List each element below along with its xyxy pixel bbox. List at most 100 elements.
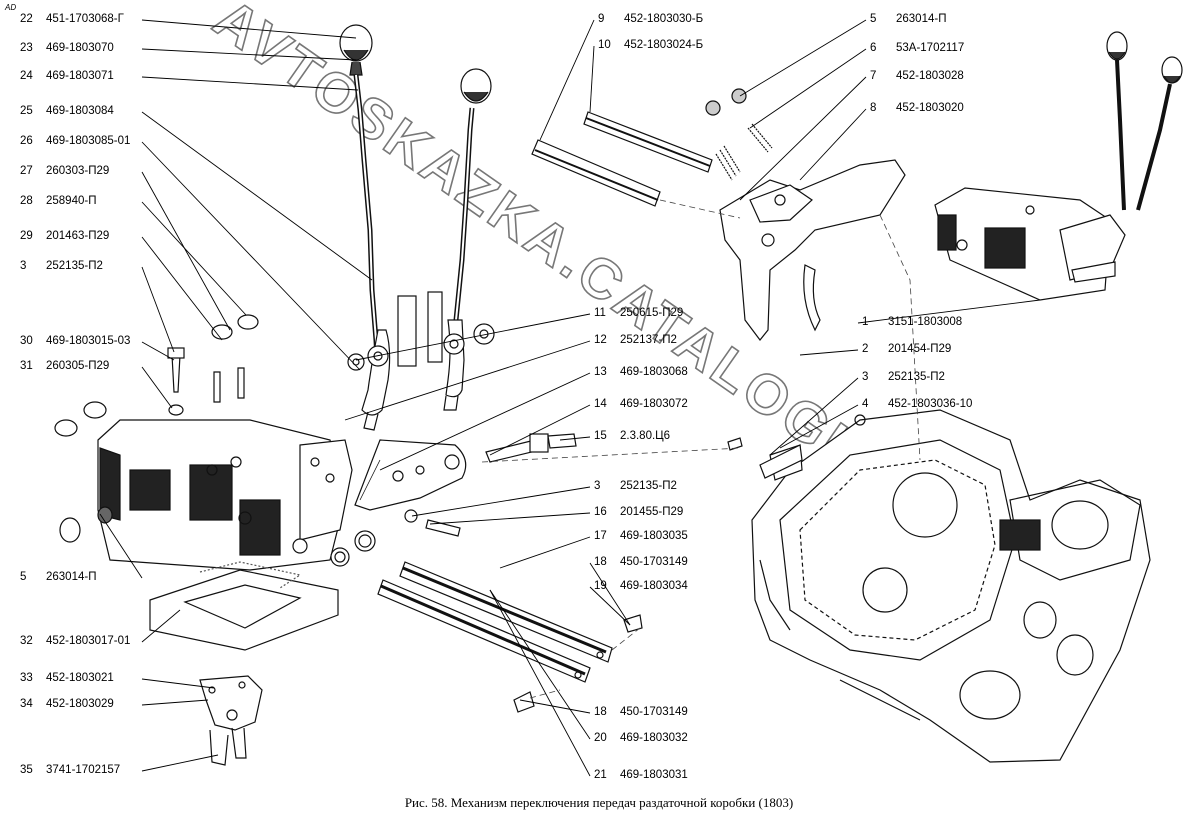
callout-number: 30 [20,335,33,347]
callout-label: 11 250615-П29 [594,306,683,320]
leader-line [739,76,867,201]
leader-line [141,366,173,409]
callout-part-number: 452-1803028 [896,70,964,82]
leader-line [499,536,591,569]
callout-number: 6 [870,42,877,54]
callout-number: 8 [870,102,877,114]
center-bolts [330,433,577,567]
callout-label: 5 263014-П [20,570,96,584]
bottom-bracket [199,675,263,766]
callout-part-number: 263014-П [896,13,947,25]
callout-number: 25 [20,105,33,117]
callout-number: 27 [20,165,33,177]
callout-part-number: 252135-П2 [46,260,103,272]
callout-number: 3 [20,260,27,272]
callout-label: 7 452-1803028 [870,69,964,83]
callout-number: 33 [20,672,33,684]
right-lever-assembly [934,31,1183,301]
leader-line [141,609,181,643]
lever-fork-assembly [347,291,495,431]
leader-line [141,141,361,371]
callout-part-number: 452-1803021 [46,672,114,684]
callout-part-number: 452-1803017-01 [46,635,131,647]
callout-part-number: 263014-П [46,571,97,583]
callout-label: 34 452-1803029 [20,697,114,711]
callout-number: 16 [594,506,607,518]
callout-number: 7 [870,70,877,82]
leader-line [779,404,859,449]
callout-part-number: 252135-П2 [888,371,945,383]
callout-part-number: 201455-П29 [620,506,684,518]
callout-number: 19 [594,580,607,592]
callout-label: 25 469-1803084 [20,104,114,118]
callout-part-number: 469-1803084 [46,105,114,117]
callout-number: 35 [20,764,33,776]
center-plate [354,439,467,511]
small-parts-left [54,314,259,543]
callout-number: 12 [594,334,607,346]
leader-line [589,562,631,626]
leader-line [489,589,591,777]
callout-part-number: 469-1803068 [620,366,688,378]
figure-caption: Рис. 58. Механизм переключения передач р… [404,795,794,810]
callout-label: 3 252135-П2 [20,259,103,273]
leader-line [799,349,859,356]
callout-part-number: 469-1803035 [620,530,688,542]
callout-part-number: 250615-П29 [620,307,684,319]
leader-line [519,699,591,714]
callout-number: 24 [20,70,33,82]
leader-line [141,341,175,361]
leader-lines [99,19,1041,777]
callout-part-number: 201463-П29 [46,230,110,242]
callout-number: 11 [594,307,606,319]
leader-line [141,19,357,39]
callout-number: 26 [20,135,33,147]
leader-line [141,48,357,61]
callout-number: 34 [20,698,33,710]
leader-line [141,201,247,316]
callout-part-number: 452-1803036-10 [888,398,973,410]
leader-line [355,313,591,361]
callout-number: 5 [870,13,877,25]
callout-number: 18 [594,556,607,568]
leader-line [141,678,215,689]
callout-number: 3 [862,371,869,383]
leader-line [589,586,631,626]
callout-part-number: 252137-П2 [620,334,677,346]
callout-number: 15 [594,430,607,442]
callout-number: 3 [594,480,601,492]
leader-line [769,377,859,456]
transfer-case-housing [727,409,1151,763]
callout-part-number: 201454-П29 [888,343,952,355]
callout-part-number: 452-1803030-Б [624,13,704,25]
callout-part-number: 3151-1803008 [888,316,963,328]
callout-label: 22 451-1703068-Г [20,12,124,26]
guide-lines [481,199,921,699]
callout-part-number: 469-1803071 [46,70,114,82]
callout-part-number: 451-1703068-Г [46,13,124,25]
callout-label: 30 469-1803015-03 [20,334,130,348]
callout-part-number: 452-1803029 [46,698,114,710]
callout-part-number: 469-1803070 [46,42,114,54]
callout-number: 5 [20,571,27,583]
callout-part-number: 260303-П29 [46,165,110,177]
leader-line [799,108,867,181]
callout-number: 22 [20,13,33,25]
callout-number: 2 [862,343,869,355]
callout-part-number: 469-1803015-03 [46,335,131,347]
leader-line [141,236,223,341]
leader-line [141,754,219,772]
